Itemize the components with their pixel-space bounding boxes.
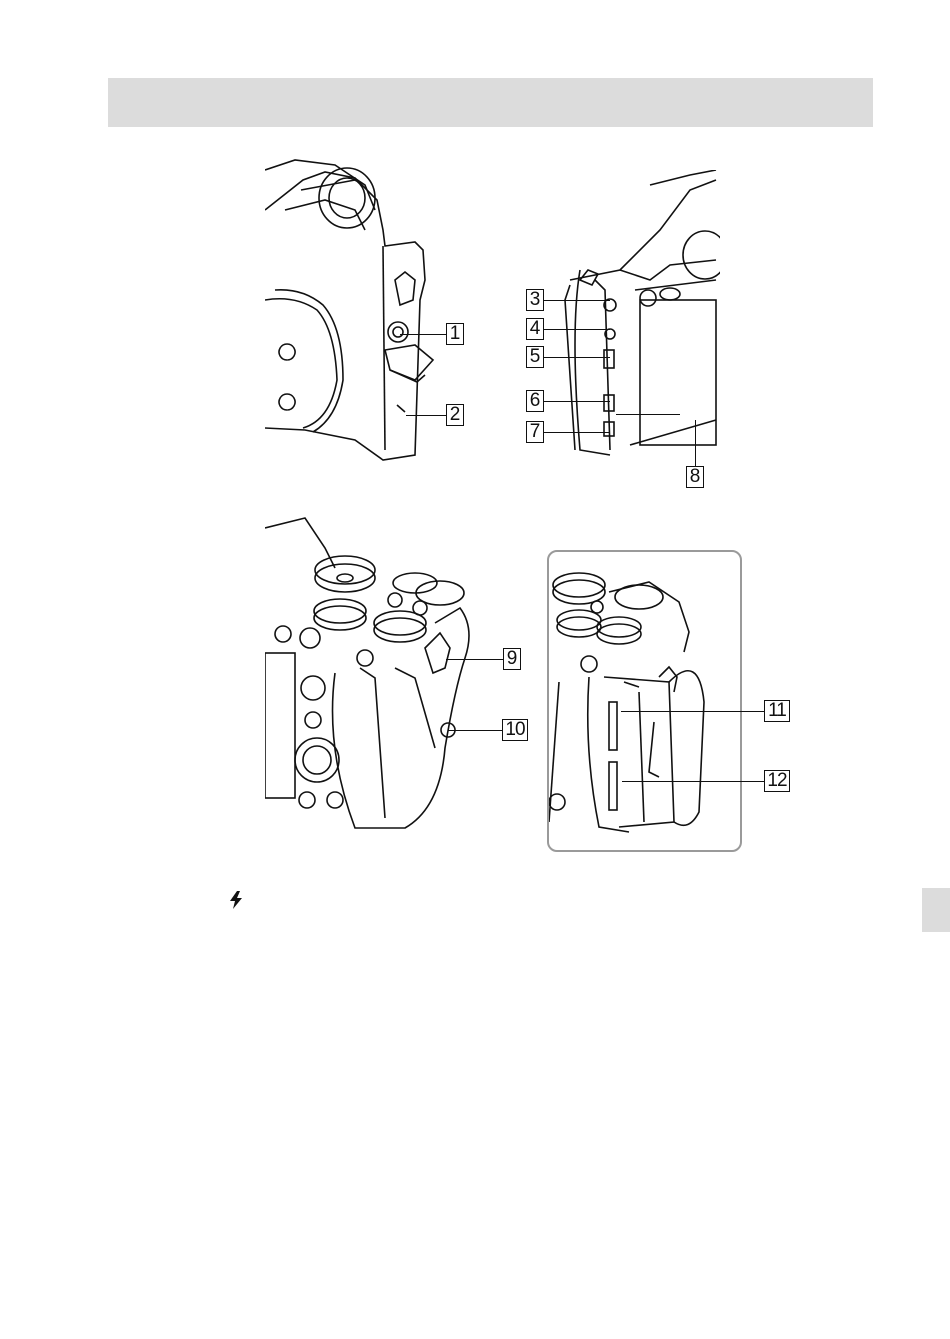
callout-3: 3: [526, 289, 544, 311]
callout-8: 8: [686, 466, 704, 488]
callout-6: 6: [526, 390, 544, 412]
leader-line-1: [400, 334, 446, 335]
leader-line-7: [544, 432, 610, 433]
callout-1: 1: [446, 323, 464, 345]
leader-line-8: [616, 414, 680, 415]
callout-12: 12: [764, 770, 790, 792]
leader-line-10: [448, 730, 502, 731]
leader-line-5: [544, 357, 610, 358]
leader-line-12: [622, 781, 764, 782]
leader-line-8-vertical: [695, 420, 696, 466]
leader-line-11: [621, 711, 764, 712]
callout-4: 4: [526, 318, 544, 340]
callout-9: 9: [503, 648, 521, 670]
callout-5: 5: [526, 346, 544, 368]
leader-line-9: [446, 659, 503, 660]
callout-10: 10: [502, 719, 528, 741]
callout-2: 2: [446, 404, 464, 426]
callout-7: 7: [526, 421, 544, 443]
leader-line-2: [406, 415, 446, 416]
camera-terminal-side-illustration: [540, 170, 720, 460]
leader-line-6: [544, 401, 610, 402]
leader-line-3: [544, 300, 610, 301]
callout-11: 11: [764, 700, 790, 722]
leader-line-4: [544, 329, 610, 330]
card-slot-illustration: [549, 552, 740, 850]
camera-grip-rear-illustration: [265, 508, 495, 834]
section-header-band: [108, 78, 873, 127]
flash-icon: [228, 891, 244, 909]
camera-front-side-illustration: [265, 150, 455, 465]
chapter-index-tab: [922, 888, 950, 932]
